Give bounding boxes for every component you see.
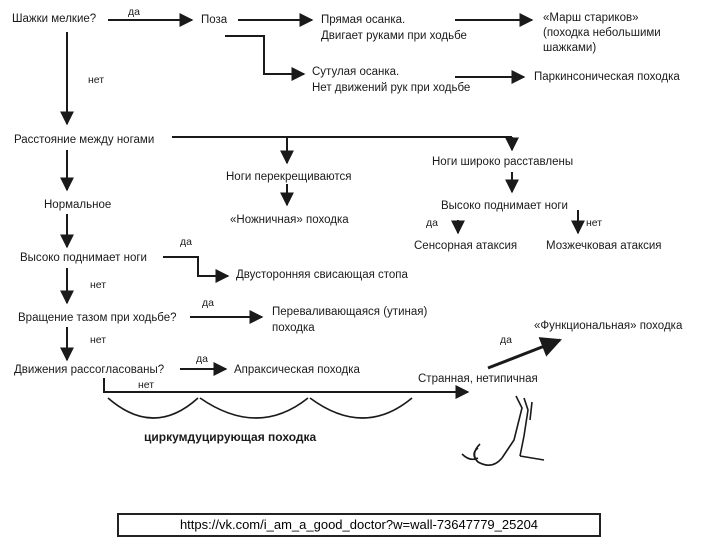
node-normal: Нормальное <box>44 199 112 211</box>
node-bilateral-foot-drop: Двусторонняя свисающая стопа <box>236 269 408 281</box>
node-legs-wide-apart: Ноги широко расставлены <box>432 156 574 168</box>
arrow-high-stepping-yes <box>163 256 230 283</box>
node-high-stepping: Высоко поднимает ноги <box>20 252 147 264</box>
node-sensory-ataxia: Сенсорная атаксия <box>414 240 518 252</box>
circumduction-arc-3 <box>309 397 413 419</box>
label-yes: да <box>180 236 192 248</box>
label-yes: да <box>426 217 438 229</box>
node-distance-between-legs: Расстояние между ногами <box>14 134 155 146</box>
node-movements-coordinated: Движения рассогласованы? <box>14 364 165 376</box>
label-no: нет <box>138 379 155 391</box>
label-yes: да <box>196 353 208 365</box>
arrow-posture-to-stooped <box>225 35 306 81</box>
label-yes: да <box>500 334 512 346</box>
line-coordination-no <box>103 378 470 399</box>
node-cerebellar-ataxia: Мозжечковая атаксия <box>546 240 662 252</box>
label-no: нет <box>90 334 107 346</box>
label-no: нет <box>586 217 603 229</box>
node-waddling-gait-line2: походка <box>272 322 315 334</box>
label-yes: да <box>202 297 214 309</box>
node-waddling-gait-line1: Переваливающаяся (утиная) <box>272 306 428 318</box>
node-scissor-gait: «Ножничная» походка <box>230 214 349 226</box>
node-straight-posture-line2: Двигает руками при ходьбе <box>321 30 467 42</box>
label-no: нет <box>90 279 107 291</box>
circumduction-arc-1 <box>107 397 199 419</box>
node-strange-atypical: Странная, нетипичная <box>418 373 538 385</box>
node-functional-gait: «Функциональная» походка <box>534 320 683 332</box>
node-pelvis-rotation: Вращение тазом при ходьбе? <box>18 312 177 324</box>
circumduction-arc-2 <box>199 397 309 419</box>
node-stooped-posture-line1: Сутулая осанка. <box>312 66 400 78</box>
source-url[interactable]: https://vk.com/i_am_a_good_doctor?w=wall… <box>117 513 601 537</box>
node-apraxic-gait: Апраксическая походка <box>234 364 360 376</box>
node-circumduction-gait: циркумдуцирующая походка <box>144 430 317 444</box>
arrow-to-functional <box>487 337 562 370</box>
node-small-steps: Шажки мелкие? <box>12 13 97 25</box>
node-posture: Поза <box>201 14 228 26</box>
node-parkinsonian-gait: Паркинсоническая походка <box>534 71 680 83</box>
node-straight-posture-line1: Прямая осанка. <box>321 14 406 26</box>
node-old-men-march-line2: (походка небольшими <box>543 27 661 39</box>
label-no: нет <box>88 74 105 86</box>
node-old-men-march-line1: «Марш стариков» <box>543 12 639 24</box>
gait-figure-illustration <box>461 395 545 466</box>
node-legs-crossing: Ноги перекрещиваются <box>226 171 352 183</box>
node-stooped-posture-line2: Нет движений рук при ходьбе <box>312 82 471 94</box>
node-old-men-march-line3: шажками) <box>543 42 597 54</box>
label-yes: да <box>128 6 140 18</box>
node-high-stepping-wide: Высоко поднимает ноги <box>441 200 568 212</box>
